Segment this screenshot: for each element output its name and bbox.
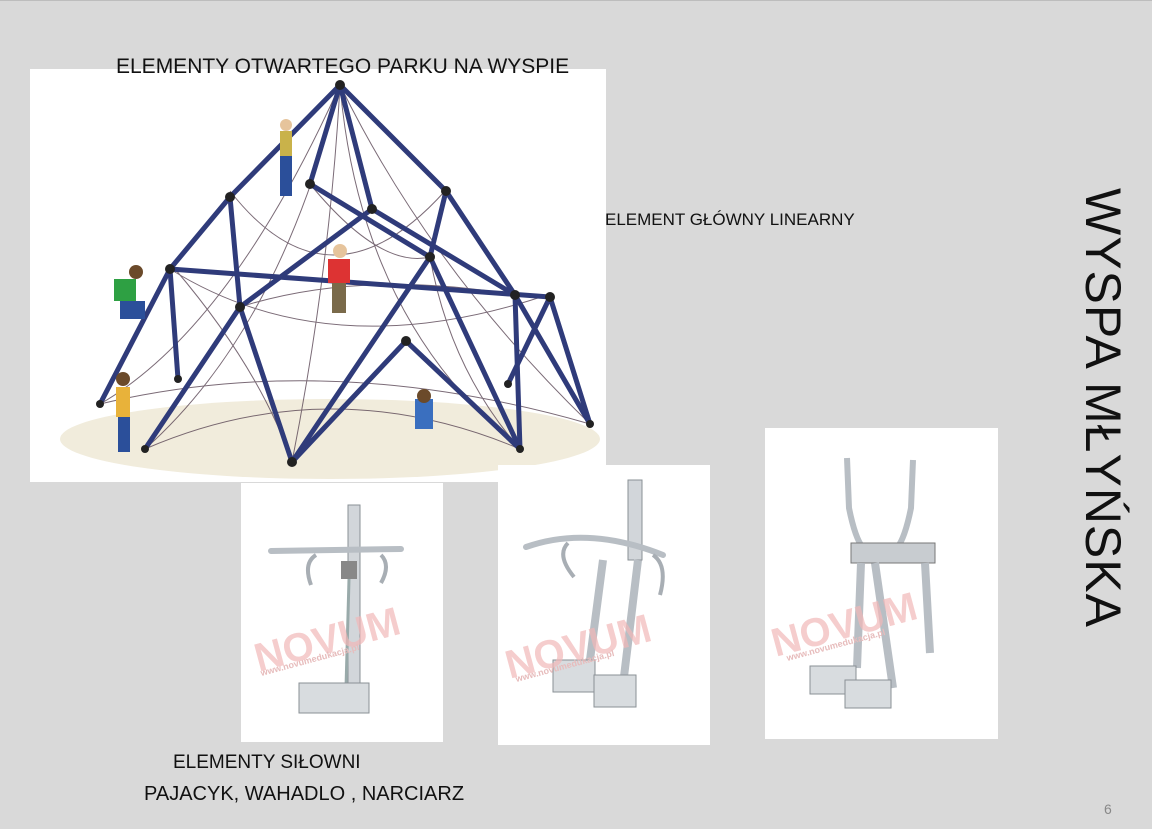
gym-pajacyk-image: NOVUM www.novumedukacja.pl	[241, 483, 443, 742]
park-elements-heading: ELEMENTY OTWARTEGO PARKU NA WYSPIE	[116, 55, 570, 78]
slide-top-border	[0, 0, 1152, 1]
pajacyk-drawing	[268, 504, 404, 714]
wahadlo-drawing	[523, 479, 666, 708]
gym-narciarz-image: NOVUM www.novumedukacja.pl	[765, 428, 998, 739]
narciarz-drawing	[809, 457, 936, 709]
island-title: WYSPA MŁYŃSKA	[1075, 188, 1131, 628]
gym-wahadlo-image: NOVUM www.novumedukacja.pl	[498, 465, 710, 745]
pyramid-drawing	[60, 80, 600, 479]
climbing-pyramid-image	[30, 69, 606, 482]
gym-elements-list: PAJACYK, WAHADLO , NARCIARZ	[144, 783, 465, 805]
page-number: 6	[1104, 801, 1112, 817]
main-element-heading: ELEMENT GŁÓWNY LINEARNY	[605, 210, 855, 229]
gym-elements-heading: ELEMENTY SIŁOWNI	[173, 752, 361, 773]
children-figures	[114, 119, 433, 452]
